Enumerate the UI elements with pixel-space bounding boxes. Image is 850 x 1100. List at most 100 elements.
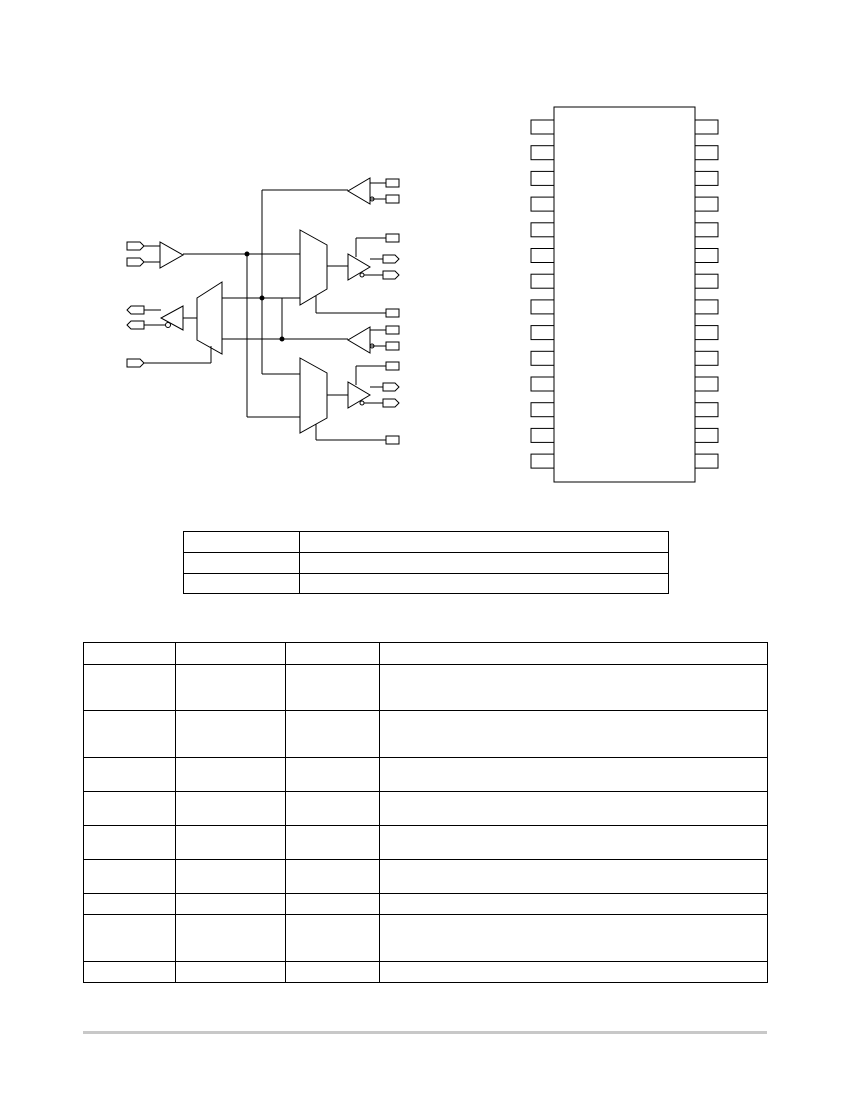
table-row	[83, 757, 768, 792]
package-pin-right	[694, 196, 719, 212]
inversion-bubble	[165, 322, 171, 328]
package-pin-right	[694, 453, 719, 469]
table-cell	[285, 859, 380, 894]
package-pin-left	[530, 376, 555, 392]
table-cell	[83, 893, 176, 915]
table-row	[183, 573, 669, 594]
package-pin-left	[530, 170, 555, 186]
inversion-bubble	[369, 343, 375, 349]
table-row	[83, 893, 768, 915]
table-cell	[299, 552, 669, 574]
pin-description-table	[83, 642, 768, 983]
multiplexer	[196, 281, 223, 355]
table-cell	[83, 961, 176, 983]
table-cell	[83, 825, 176, 860]
table-cell	[175, 825, 286, 860]
table-row	[83, 859, 768, 894]
table-cell	[379, 893, 768, 915]
table-cell	[285, 914, 380, 962]
table-cell	[285, 961, 380, 983]
table-cell	[285, 710, 380, 758]
output-pin	[385, 435, 400, 445]
table-cell	[175, 859, 286, 894]
package-pin-left	[530, 427, 555, 443]
table-cell	[285, 791, 380, 826]
junction-dot	[259, 295, 265, 301]
table-cell	[285, 757, 380, 792]
package-pin-right	[694, 376, 719, 392]
package-pin-left	[530, 119, 555, 135]
output-pin	[382, 382, 400, 392]
reverse-buffer	[159, 305, 184, 331]
package-pin-right	[694, 325, 719, 341]
table-cell	[175, 642, 286, 665]
table-row	[83, 914, 768, 962]
table-cell	[83, 791, 176, 826]
table-cell	[175, 914, 286, 962]
package-pin-right	[694, 145, 719, 161]
input-pin	[385, 341, 400, 351]
table-cell	[83, 859, 176, 894]
table-row	[83, 961, 768, 983]
table-cell	[175, 791, 286, 826]
logic-diagram	[126, 177, 400, 445]
input-pin	[385, 178, 400, 188]
output-pin	[126, 320, 145, 330]
table-cell	[83, 914, 176, 962]
table-cell	[379, 914, 768, 962]
inversion-bubble	[359, 400, 365, 406]
package-pin-right	[694, 299, 719, 315]
table-row	[83, 710, 768, 758]
input-pin	[385, 233, 400, 243]
table-cell	[83, 642, 176, 665]
table-cell	[83, 664, 176, 711]
table-cell	[83, 757, 176, 792]
multiplexer	[299, 357, 328, 434]
table-cell	[183, 552, 300, 574]
package-pinout	[530, 106, 719, 483]
table-row	[83, 825, 768, 860]
table-cell	[175, 757, 286, 792]
table-row	[183, 552, 669, 574]
output-pin	[382, 254, 400, 264]
multiplexer	[299, 229, 328, 306]
package-pin-right	[694, 350, 719, 366]
output-driver	[347, 381, 371, 409]
table-cell	[285, 893, 380, 915]
package-pin-left	[530, 145, 555, 161]
package-pin-right	[694, 248, 719, 263]
output-driver	[347, 253, 371, 281]
table-cell	[183, 573, 300, 594]
table-cell	[83, 710, 176, 758]
package-pin-left	[530, 299, 555, 315]
package-pin-left	[530, 453, 555, 469]
package-pin-right	[694, 222, 719, 238]
output-pin	[385, 308, 400, 318]
output-pin	[382, 398, 400, 408]
table-cell	[175, 961, 286, 983]
junction-dot	[279, 336, 285, 342]
package-pin-right	[694, 402, 719, 418]
table-cell	[379, 710, 768, 758]
table-cell	[285, 642, 380, 665]
table-cell	[299, 573, 669, 594]
table-cell	[379, 664, 768, 711]
footer-rule	[83, 1031, 767, 1034]
table-row	[83, 791, 768, 826]
input-pin	[385, 325, 400, 335]
input-pin	[126, 358, 145, 368]
inversion-bubble	[369, 196, 375, 202]
package-pin-left	[530, 248, 555, 263]
input-buffer	[159, 241, 185, 269]
table-cell	[379, 757, 768, 792]
table-cell	[285, 664, 380, 711]
table-cell	[175, 710, 286, 758]
table-cell	[379, 859, 768, 894]
table-cell	[175, 893, 286, 915]
output-pin	[382, 270, 400, 280]
junction-dot	[244, 251, 250, 257]
package-pin-left	[530, 273, 555, 289]
table-cell	[299, 531, 669, 553]
table-cell	[379, 791, 768, 826]
